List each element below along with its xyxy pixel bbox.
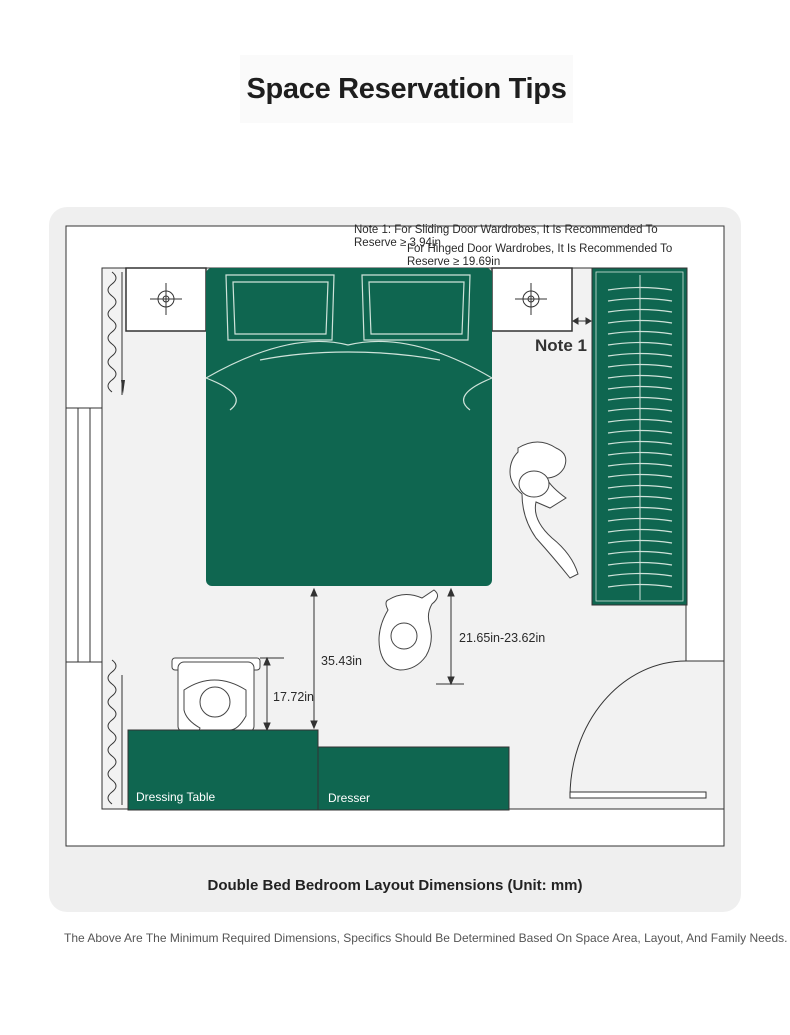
hanger [607,385,673,390]
page-title: Space Reservation Tips [246,72,567,105]
note-arrow [572,317,592,325]
lamp-right-icon [515,283,547,315]
hanger [607,418,673,423]
hanger [607,330,673,335]
note-sliding-line1: Note 1: For Sliding Door Wardrobes, It I… [354,224,658,236]
hanger [607,352,673,357]
hanger [607,583,673,588]
double-bed [206,268,492,586]
hanger [607,319,673,324]
dim-bed-to-furniture: 35.43in [321,654,363,668]
hanger [607,297,673,302]
hanger [607,308,673,313]
hanger [607,528,673,533]
title-box: Space Reservation Tips [240,55,573,123]
hanger [607,374,673,379]
dim-chair-clearance: 17.72in [273,690,315,704]
hanger [607,495,673,500]
note-1-marker: Note 1 [535,336,587,355]
dressing-table-label: Dressing Table [136,790,216,804]
hanger [607,396,673,401]
pillows-icon [205,274,493,411]
hanger [607,451,673,456]
note-sliding-line2: Reserve ≥ 3.94in [354,237,441,249]
note-hinged-line1: For Hinged Door Wardrobes, It Is Recomme… [407,243,673,255]
dimension-lines [260,587,464,732]
footnote: The Above Are The Minimum Required Dimen… [64,931,788,945]
hanger [607,429,673,434]
hanger [607,561,673,566]
hanger [607,286,673,291]
hanger [607,539,673,544]
person-standing-icon [509,441,579,579]
curtain-bottom [107,659,117,805]
hanger [607,341,673,346]
door [569,660,707,799]
hanger [607,572,673,577]
hanger [607,462,673,467]
hanger [607,407,673,412]
window [65,407,103,663]
hanger [607,517,673,522]
hanger [607,506,673,511]
dim-walkway: 21.65in-23.62in [459,631,546,645]
hanger [607,473,673,478]
person-walking-icon [378,589,438,671]
curtain-top [107,271,117,393]
note-hinged-line2: Reserve ≥ 19.69in [407,256,501,268]
hanger [607,484,673,489]
dressing-table [127,729,319,811]
plan-caption: Double Bed Bedroom Layout Dimensions (Un… [207,877,583,894]
dresser-label: Dresser [328,791,371,805]
hanger [607,363,673,368]
hangers [607,286,673,588]
hanger [607,440,673,445]
hanger [607,550,673,555]
dresser [317,746,510,811]
lamp-left-icon [150,283,182,315]
